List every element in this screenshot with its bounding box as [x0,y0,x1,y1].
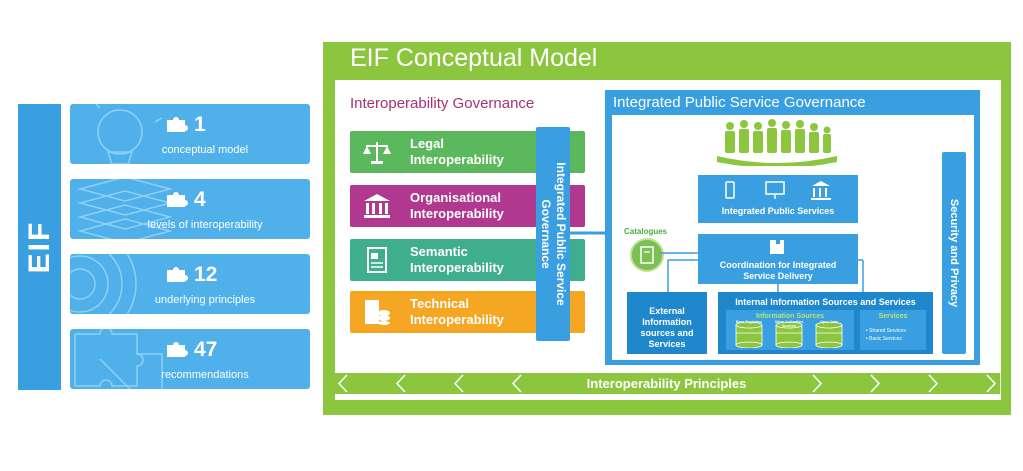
connector-lines [660,252,864,292]
puzzle-icon [167,267,188,282]
stat-label: conceptual model [161,144,249,156]
stat-number: 4 [166,188,206,212]
citizens-icon [717,119,837,166]
layer-title: Semantic [410,244,468,259]
lightbulb-icon [95,104,163,164]
services-list: • Shared Services • Basic Services [866,328,906,342]
integrated-psg-vertical: Integrated Public Service Governance [536,127,570,341]
external-sources-box: External Information sources and Service… [627,292,707,354]
service-item: Shared Services [869,328,906,334]
book-icon [640,246,654,264]
db-label: Base Registries [735,320,763,324]
db-label: Other Authorities Sources [774,320,804,328]
layer-title: Organisational [410,190,502,205]
stat-principles: 12 underlying principles [70,254,310,314]
scales-icon [363,142,391,164]
building-icon [364,194,390,218]
layer-subtitle: Interoperability [410,152,504,167]
integrated-psg-label: Integrated Public Service Governance [539,162,568,306]
principles-bar [333,373,1000,394]
database-icon [735,322,843,348]
target-icon [70,254,137,314]
interoperability-governance-title: Interoperability Governance [350,95,535,112]
layer-subtitle: Interoperability [410,260,504,275]
catalogue-icon [630,238,664,272]
stat-label: levels of interoperability [147,219,263,231]
server-icon [365,300,390,325]
connector-line [570,231,610,235]
service-item: Basic Services [869,336,902,342]
stat-levels: 4 levels of interoperability [70,179,310,239]
stat-label: underlying principles [154,294,256,306]
stat-label: recommendations [161,369,249,381]
puzzle-icon [167,117,188,132]
internal-sources-box: Internal Information Sources and Service… [718,292,933,354]
document-icon [367,247,387,273]
puzzle-icon [770,240,784,254]
puzzle-icon [167,342,188,357]
puzzle-pieces-icon [74,329,163,389]
services-label: Services [878,313,908,320]
chevron-arrows [337,374,997,393]
security-privacy-label: Security and Privacy [948,198,960,308]
stat-recommendations: 47 recommendations [70,329,310,389]
information-sources-label: Information Sources [755,313,825,320]
external-sources-label: External Information sources and Service… [640,306,694,349]
internal-sources-title: Internal Information Sources and Service… [735,297,916,307]
layer-title: Legal [410,136,444,151]
catalogues-label: Catalogues [624,227,668,236]
integrated-public-services-label: Integrated Public Services [721,206,835,216]
stat-number: 12 [166,263,217,287]
layer-subtitle: Interoperability [410,206,504,221]
puzzle-icon [167,192,188,207]
db-label: Open Data [820,320,838,324]
coordination-label: Coordination for Integrated Service Deli… [719,260,837,281]
stat-conceptual-model: 1 conceptual model [70,104,310,164]
layer-subtitle: Interoperability [410,312,504,327]
information-sources-panel: Information Sources Base Registries Othe… [726,310,854,350]
stat-number: 1 [166,113,206,137]
integrated-governance-title: Integrated Public Service Governance [613,94,866,111]
channels-icon [725,181,831,200]
coordination-box: Coordination for Integrated Service Deli… [698,234,858,284]
integrated-public-services-box: Integrated Public Services [698,175,858,223]
services-panel: Services • Shared Services • Basic Servi… [860,310,926,350]
eif-label-bar: EIF [18,104,61,390]
layer-title: Technical [410,296,470,311]
stat-number: 47 [166,338,217,362]
eif-label: EIF [22,220,56,274]
model-title: EIF Conceptual Model [350,44,598,72]
security-privacy-bar: Security and Privacy [942,152,966,354]
principles-label: Interoperability Principles [586,376,747,391]
